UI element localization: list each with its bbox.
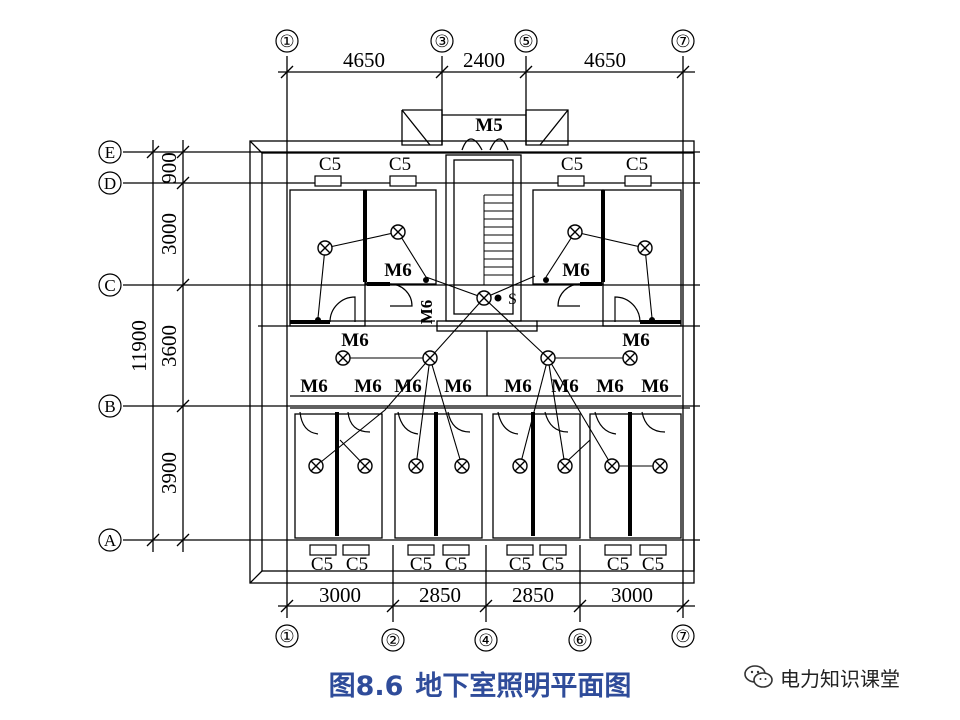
svg-text:900: 900	[157, 152, 181, 184]
svg-text:③: ③	[434, 32, 449, 51]
svg-text:⑦: ⑦	[675, 32, 690, 51]
svg-text:M6: M6	[394, 376, 421, 397]
svg-text:E: E	[105, 143, 115, 162]
figure-title: 地下室照明平面图	[415, 671, 632, 702]
svg-text:M6: M6	[354, 376, 381, 397]
dimensions-top: 4650 2400 4650	[343, 48, 626, 72]
dimensions-bottom: 3000 2850 2850 3000	[319, 583, 653, 607]
svg-text:M6: M6	[622, 330, 649, 351]
svg-text:D: D	[104, 174, 116, 193]
svg-text:3000: 3000	[157, 213, 181, 255]
axis-bubbles-left: E D C B A	[98, 140, 122, 552]
svg-text:C5: C5	[445, 554, 467, 575]
basement-lighting-plan: ① ③ ⑤ ⑦ ① ② ④ ⑥ ⑦ E D C B A 4650 2400 46…	[98, 29, 700, 652]
svg-text:C5: C5	[346, 554, 368, 575]
svg-text:2850: 2850	[512, 583, 554, 607]
svg-text:3900: 3900	[157, 452, 181, 494]
svg-text:C: C	[104, 276, 115, 295]
svg-text:C5: C5	[410, 554, 432, 575]
svg-text:M6: M6	[551, 376, 578, 397]
svg-text:①: ①	[279, 32, 294, 51]
svg-text:2850: 2850	[419, 583, 461, 607]
door-labels: M5 M6 M6 M6 M6 M6 M6 M6 M6 M6 M6 M6 M6 M…	[300, 115, 668, 397]
svg-text:4650: 4650	[584, 48, 626, 72]
svg-text:M6: M6	[417, 300, 436, 325]
svg-text:C5: C5	[509, 554, 531, 575]
svg-text:⑦: ⑦	[675, 627, 690, 646]
figure-caption: 图8.6 地下室照明平面图	[0, 664, 960, 703]
svg-text:A: A	[104, 531, 117, 550]
svg-text:M6: M6	[504, 376, 531, 397]
axis-bubbles-bottom: ① ② ④ ⑥ ⑦	[275, 624, 695, 652]
svg-text:C5: C5	[389, 154, 411, 175]
svg-text:C5: C5	[626, 154, 648, 175]
switch-label: S	[508, 291, 517, 308]
svg-text:①: ①	[279, 627, 294, 646]
svg-text:⑥: ⑥	[572, 631, 587, 650]
figure-number: 图8.6	[328, 671, 404, 702]
svg-text:11900: 11900	[127, 320, 151, 372]
svg-text:3000: 3000	[319, 583, 361, 607]
svg-text:M6: M6	[641, 376, 668, 397]
svg-text:⑤: ⑤	[518, 32, 533, 51]
svg-text:B: B	[104, 397, 115, 416]
svg-text:M5: M5	[475, 115, 502, 136]
svg-text:C5: C5	[542, 554, 564, 575]
window-labels: C5 C5 C5 C5 C5 C5 C5 C5 C5 C5 C5 C5	[311, 154, 664, 575]
svg-text:4650: 4650	[343, 48, 385, 72]
watermark-text: 电力知识课堂	[780, 666, 900, 691]
svg-text:M6: M6	[596, 376, 623, 397]
svg-text:M6: M6	[444, 376, 471, 397]
wechat-icon	[744, 665, 773, 688]
svg-text:3000: 3000	[611, 583, 653, 607]
dimensions-left: 900 3000 3600 3900 11900	[127, 152, 181, 494]
svg-text:3600: 3600	[157, 325, 181, 367]
svg-text:C5: C5	[561, 154, 583, 175]
svg-text:C5: C5	[642, 554, 664, 575]
svg-text:M6: M6	[300, 376, 327, 397]
svg-text:M6: M6	[562, 260, 589, 281]
svg-text:④: ④	[478, 631, 493, 650]
watermark: 电力知识课堂	[744, 662, 900, 692]
svg-text:C5: C5	[607, 554, 629, 575]
svg-text:2400: 2400	[463, 48, 505, 72]
svg-text:C5: C5	[319, 154, 341, 175]
svg-text:M6: M6	[341, 330, 368, 351]
svg-text:M6: M6	[384, 260, 411, 281]
axis-bubbles-top: ① ③ ⑤ ⑦	[275, 29, 695, 53]
svg-text:②: ②	[385, 631, 400, 650]
svg-text:C5: C5	[311, 554, 333, 575]
